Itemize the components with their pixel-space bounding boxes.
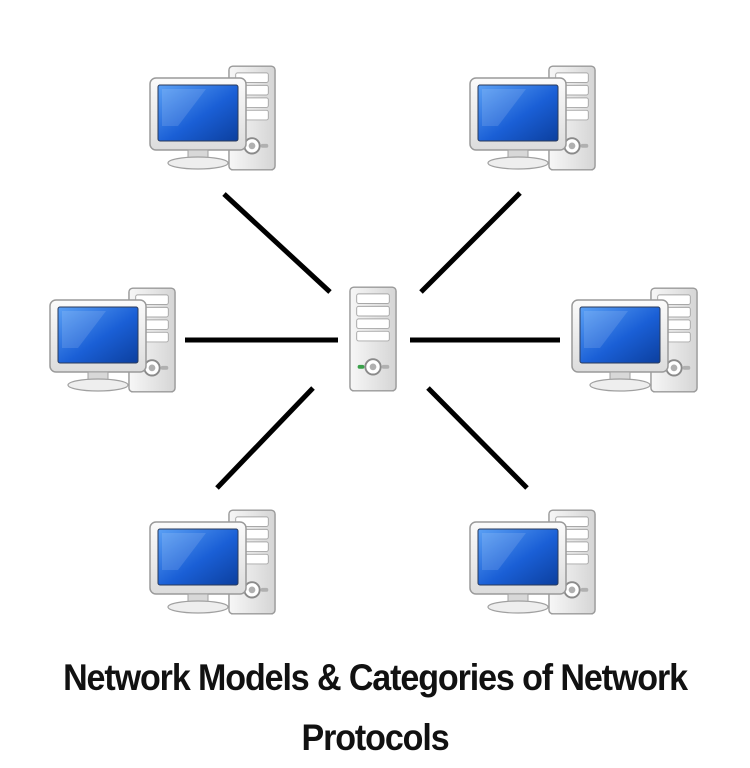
client-workstation-icon-5	[150, 510, 275, 614]
client-workstation-icon-6	[470, 510, 595, 614]
client-workstation-icon-3	[50, 288, 175, 392]
server-tower-icon	[350, 287, 396, 391]
network-link-2	[421, 193, 520, 292]
diagram-caption: Network Models & Categories of Network P…	[30, 648, 720, 708]
network-link-6	[428, 388, 527, 488]
network-link-1	[224, 194, 330, 292]
client-workstation-icon-1	[150, 66, 275, 170]
network-link-5	[217, 388, 313, 488]
network-diagram	[0, 0, 750, 750]
client-workstation-icon-4	[572, 288, 697, 392]
client-workstation-icon-2	[470, 66, 595, 170]
